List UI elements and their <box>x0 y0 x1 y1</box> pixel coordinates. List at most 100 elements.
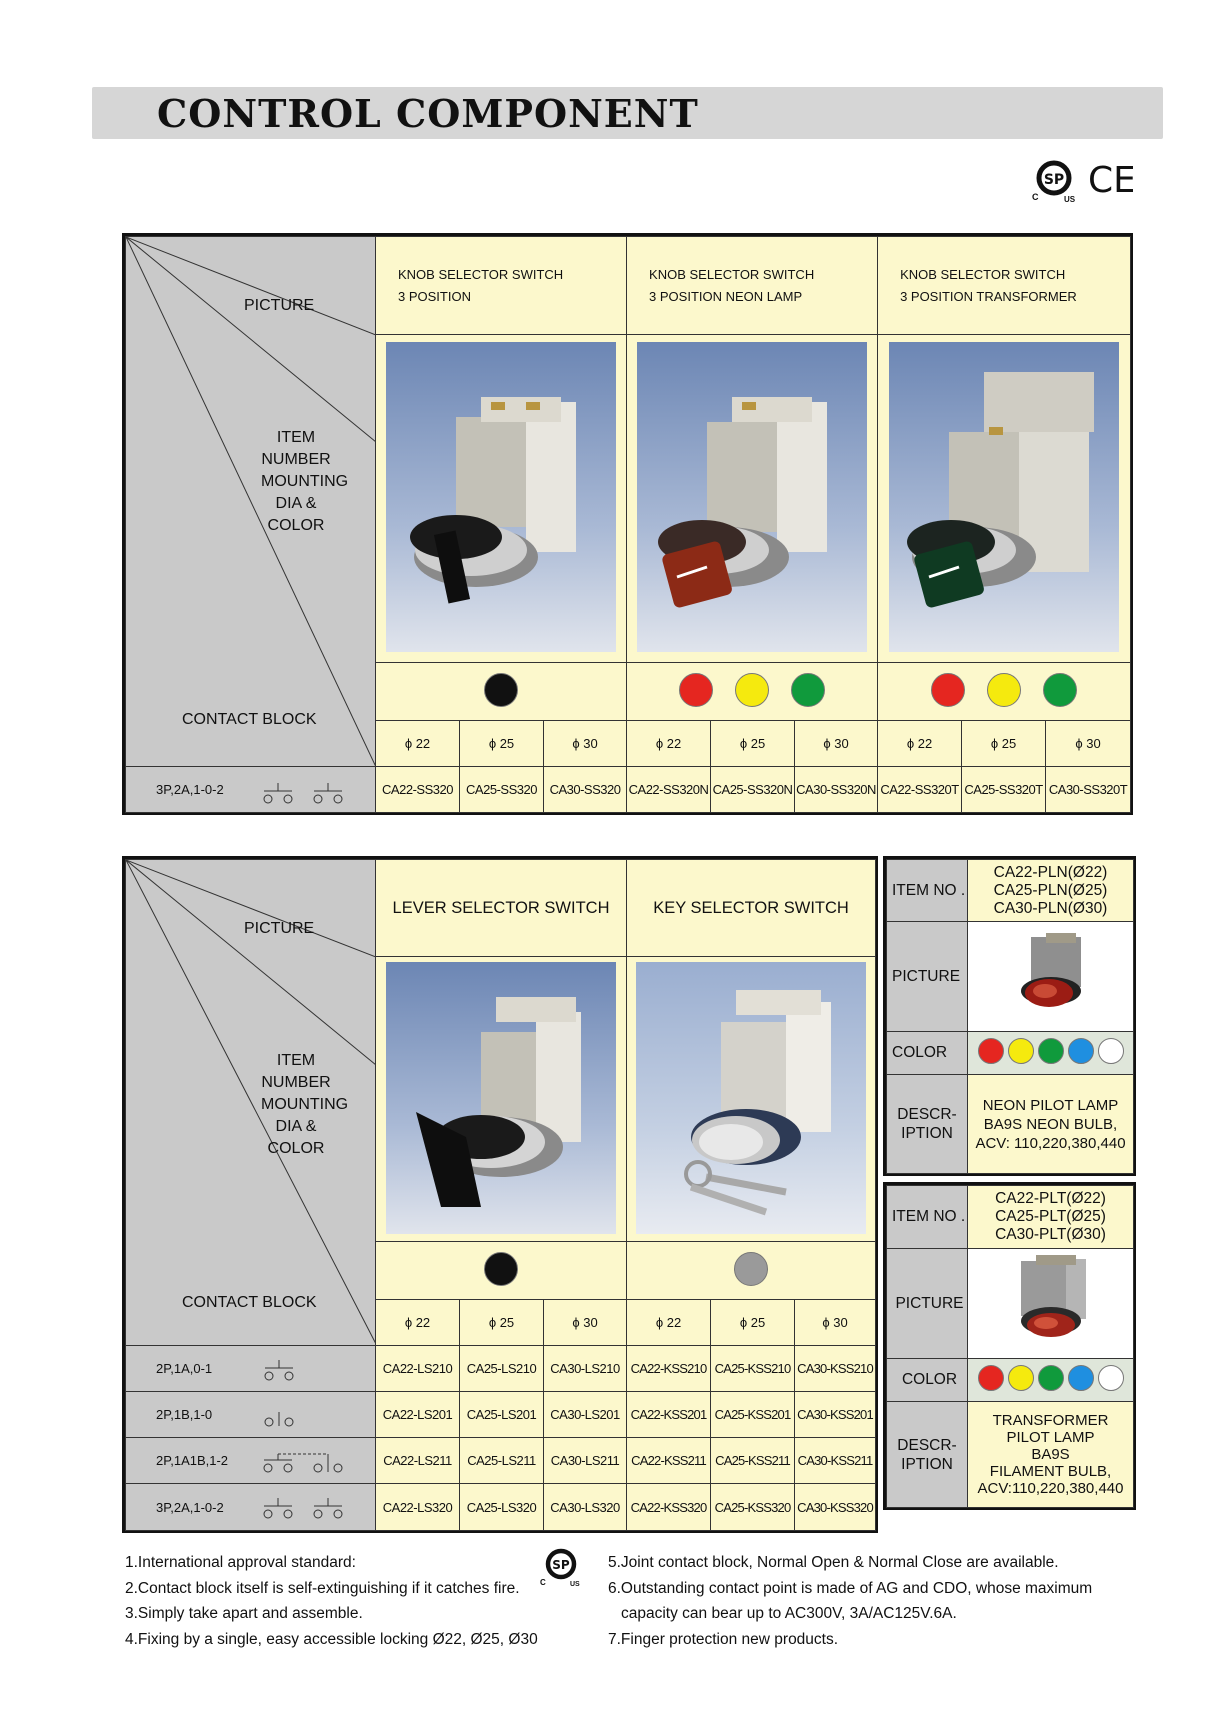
diameter-label: ϕ 22 <box>626 720 712 767</box>
table-row: 2P,1A,0-1 CA22-LS210 CA25-LS210 CA30-LS2… <box>125 1345 877 1392</box>
product-title: KEY SELECTOR SWITCH <box>626 859 877 957</box>
diameter-label: ϕ 25 <box>961 720 1047 767</box>
table-row: 2P,1A1B,1-2 CA22-LS211 CA25-LS211 CA30-L… <box>125 1437 877 1484</box>
ce-icon: CE <box>1088 160 1133 201</box>
color-swatches <box>967 1031 1134 1075</box>
color-dot <box>734 1252 769 1286</box>
contact-config: 3P,2A,1-0-2 <box>125 1483 376 1531</box>
svg-text:SP: SP <box>1044 172 1064 188</box>
item-code: CA25-SS320 <box>459 766 544 813</box>
color-dot <box>679 673 714 707</box>
item-code: CA25-SS320T <box>961 766 1047 813</box>
csa-us-text: US <box>1064 195 1076 204</box>
item-code: CA25-LS201 <box>459 1391 544 1438</box>
color-dot <box>1037 1364 1064 1391</box>
picture-label: PICTURE <box>244 920 315 937</box>
item-code: CA30-LS320 <box>542 1483 628 1531</box>
contact-config: 2P,1B,1-0 <box>125 1391 376 1438</box>
item-code: CA22-KSS210 <box>626 1345 712 1392</box>
contact-config: 2P,1A,0-1 <box>125 1345 376 1392</box>
item-code: CA22-LS320 <box>375 1483 460 1531</box>
item-code: CA30-LS201 <box>542 1391 628 1438</box>
item-code: CA30-SS320T <box>1045 766 1132 813</box>
item-code: CA25-SS320N <box>710 766 796 813</box>
color-dot <box>1007 1364 1034 1391</box>
table-row: 2P,1B,1-0 CA22-LS201 CA25-LS201 CA30-LS2… <box>125 1391 877 1438</box>
item-code: CA30-SS320 <box>542 766 628 813</box>
item-code: CA22-KSS320 <box>626 1483 712 1531</box>
color-dot <box>1097 1364 1124 1391</box>
contact-symbol-icon <box>263 1498 343 1519</box>
color-dot <box>1097 1037 1124 1064</box>
picture-label: PICTURE <box>886 921 968 1032</box>
item-no-values: CA22-PLN(Ø22)CA25-PLN(Ø25)CA30-PLN(Ø30) <box>967 859 1134 922</box>
item-code: CA30-KSS211 <box>794 1437 877 1484</box>
color-dot <box>977 1037 1004 1064</box>
item-code: CA22-SS320T <box>877 766 963 813</box>
color-swatches <box>374 662 628 721</box>
contact-symbol-icon <box>263 1453 343 1473</box>
product-picture <box>967 1248 1134 1359</box>
product-picture <box>626 334 879 663</box>
item-code: CA30-SS320N <box>794 766 879 813</box>
diagonal-lines <box>126 237 376 767</box>
diameter-label: ϕ 22 <box>877 720 963 767</box>
table-row: 3P,2A,1-0-2 CA22-LS320 CA25-LS320 CA30-L… <box>125 1483 877 1531</box>
note-item: 5.Joint contact block, Normal Open & Nor… <box>608 1554 1059 1571</box>
item-code: CA22-KSS211 <box>626 1437 712 1484</box>
diameter-label: ϕ 22 <box>626 1299 712 1346</box>
svg-text:SP: SP <box>552 1558 570 1572</box>
note-item: 3.Simply take apart and assemble. <box>125 1605 363 1622</box>
neon-pilot-lamp-table: ITEM NO . CA22-PLN(Ø22)CA25-PLN(Ø25)CA30… <box>883 856 1136 1176</box>
page-title: CONTROL COMPONENT <box>157 91 699 136</box>
certifications: SP C US CE <box>1032 160 1133 204</box>
color-dot <box>1067 1364 1094 1391</box>
item-no-label: ITEM NO . <box>886 1185 968 1249</box>
item-code: CA25-KSS210 <box>710 1345 796 1392</box>
notes-left: 1.International approval standard: 2.Con… <box>125 1550 565 1652</box>
color-dot <box>1067 1037 1094 1064</box>
contact-config: 2P,1A1B,1-2 <box>125 1437 376 1484</box>
color-swatches <box>967 1358 1134 1402</box>
contact-block-label: CONTACT BLOCK <box>182 1294 317 1311</box>
item-no-label: ITEM NO . <box>886 859 968 922</box>
color-dot <box>1037 1037 1064 1064</box>
item-code: CA25-KSS201 <box>710 1391 796 1438</box>
description-label: DESCR-IPTION <box>886 1401 968 1508</box>
color-label: COLOR <box>886 1358 968 1402</box>
contact-symbol-icon <box>264 1360 294 1381</box>
color-dot <box>987 673 1022 707</box>
table-row: 3P,2A,1-0-2 CA22-SS320 CA25-SS320 CA30-S… <box>125 766 1132 813</box>
item-code: CA22-LS210 <box>375 1345 460 1392</box>
color-swatches <box>877 662 1132 721</box>
csa-c-text: C <box>1032 192 1039 202</box>
diameter-label: ϕ 30 <box>794 720 879 767</box>
item-code: CA25-LS210 <box>459 1345 544 1392</box>
note-item: capacity can bear up to AC300V, 3A/AC125… <box>621 1605 957 1622</box>
diameter-label: ϕ 30 <box>794 1299 877 1346</box>
note-item: 4.Fixing by a single, easy accessible lo… <box>125 1630 538 1648</box>
color-dot <box>790 673 825 707</box>
note-item: 7.Finger protection new products. <box>608 1630 839 1648</box>
csa-us-icon: SP C US <box>1032 160 1076 204</box>
color-dot <box>735 673 770 707</box>
svg-text:US: US <box>570 1581 580 1588</box>
item-code: CA22-SS320 <box>375 766 460 813</box>
diameter-label: ϕ 25 <box>459 720 544 767</box>
contact-symbol-icon <box>263 783 343 804</box>
color-dot <box>1042 673 1077 707</box>
item-code: CA22-KSS201 <box>626 1391 712 1438</box>
product-picture <box>374 334 628 663</box>
diameter-label: ϕ 22 <box>375 720 460 767</box>
item-code: CA25-KSS211 <box>710 1437 796 1484</box>
product-picture <box>626 956 877 1242</box>
item-code: CA22-SS320N <box>626 766 712 813</box>
svg-text:C: C <box>540 1578 546 1587</box>
